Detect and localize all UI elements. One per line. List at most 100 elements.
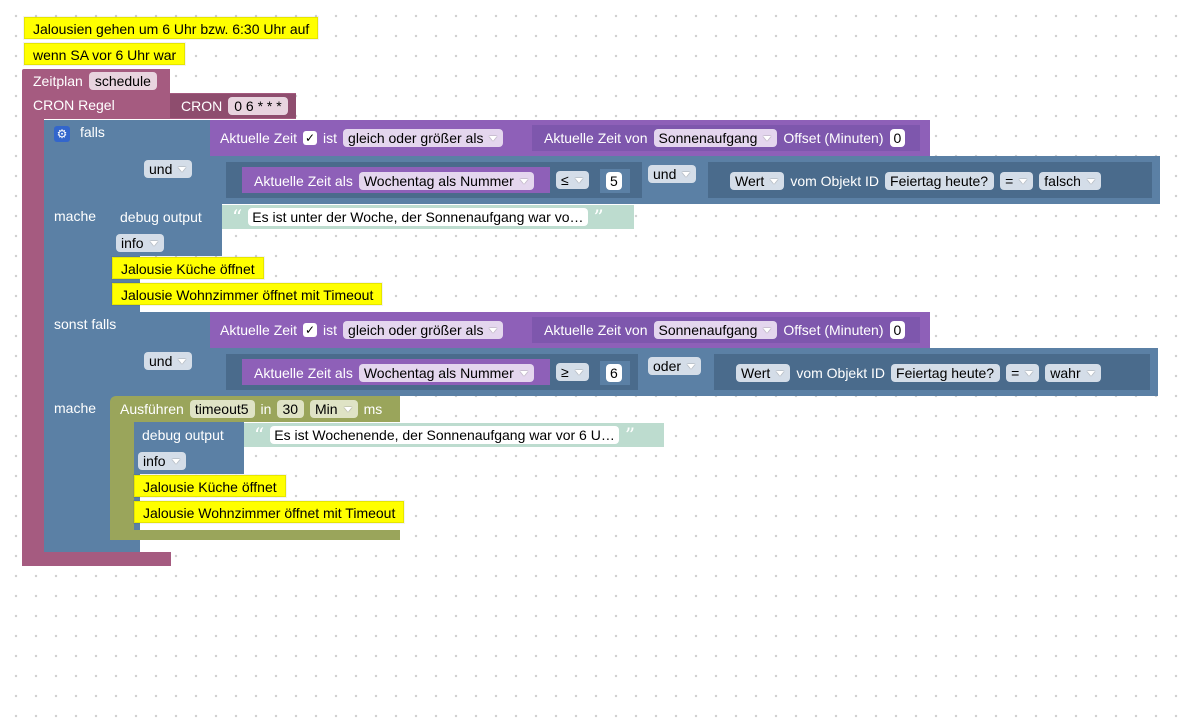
object-op-dropdown[interactable]: = (1006, 364, 1040, 382)
weekday-value-field[interactable]: 6 (606, 364, 622, 382)
schedule-name-field[interactable]: schedule (88, 72, 157, 90)
chevron-down-icon (687, 363, 696, 369)
comment-block[interactable]: Jalousie Wohnzimmer öffnet mit Timeout (112, 283, 383, 305)
elseif-mache-label: mache (54, 400, 97, 416)
chevron-down-icon (343, 406, 352, 412)
sun-label: Aktuelle Zeit von (544, 322, 648, 338)
compare-op-dropdown[interactable]: gleich oder größer als (343, 321, 504, 339)
chevron-down-icon (149, 240, 158, 246)
weekday-label: Aktuelle Zeit als (254, 365, 353, 381)
und-dropdown[interactable]: und (144, 351, 193, 371)
debug-level-dropdown[interactable]: info (116, 234, 164, 252)
chevron-down-icon (682, 171, 691, 177)
weekday-op-dropdown[interactable]: ≥ (556, 363, 589, 381)
wert-dropdown[interactable]: Wert (730, 172, 785, 190)
object-id-field[interactable]: Feiertag heute? (891, 364, 1001, 382)
gear-icon[interactable]: ⚙ (54, 126, 70, 142)
object-id-label: vom Objekt ID (796, 365, 886, 381)
if-und-row (44, 156, 222, 204)
cron-value-field[interactable]: 0 6 * * * (228, 97, 288, 115)
offset-field[interactable]: 0 (889, 321, 906, 339)
timeout-value-field[interactable]: 30 (277, 400, 305, 418)
compare-op-dropdown[interactable]: gleich oder größer als (343, 129, 504, 147)
checkbox[interactable]: ✓ (303, 323, 318, 337)
offset-field[interactable]: 0 (889, 129, 906, 147)
string-row: “ Es ist Wochenende, der Sonnenaufgang w… (254, 425, 635, 445)
chevron-down-icon (763, 135, 772, 141)
comment-block[interactable]: Jalousien gehen um 6 Uhr bzw. 6:30 Uhr a… (24, 17, 319, 39)
object-op-dropdown[interactable]: = (1000, 172, 1034, 190)
sun-time-row: Aktuelle Zeit von Sonnenaufgang Offset (… (544, 320, 906, 340)
chevron-down-icon (1086, 370, 1095, 376)
if-falls-row (44, 120, 210, 156)
schedule-bottom (22, 552, 171, 566)
time-compare-label: Aktuelle Zeit (220, 130, 298, 146)
wert-dropdown[interactable]: Wert (736, 364, 791, 382)
if-mache-label: mache (54, 208, 97, 224)
timeout-unit-dropdown[interactable]: Min (310, 400, 358, 418)
chevron-down-icon (519, 178, 528, 184)
cron-row: CRON 0 6 * * * (181, 96, 288, 116)
debug-level-dropdown[interactable]: info (138, 452, 186, 470)
comment-block[interactable]: Jalousie Wohnzimmer öffnet mit Timeout (134, 501, 405, 523)
timeout-row: Ausführen timeout5 in 30 Min ms (120, 399, 382, 419)
object-row: Wert vom Objekt ID Feiertag heute? = wah… (736, 363, 1101, 383)
if-falls-label: falls (80, 124, 105, 140)
chevron-down-icon (1086, 178, 1095, 184)
ist-label: ist (323, 322, 338, 338)
elseif-falls-row (44, 312, 210, 348)
sun-option-dropdown[interactable]: Sonnenaufgang (653, 129, 778, 147)
debug-label: debug output (142, 427, 224, 443)
weekday-row: Aktuelle Zeit als Wochentag als Nummer (254, 171, 534, 191)
cron-label: CRON (181, 98, 223, 114)
debug-text-field[interactable]: Es ist unter der Woche, der Sonnenaufgan… (248, 208, 588, 226)
sun-time-row: Aktuelle Zeit von Sonnenaufgang Offset (… (544, 128, 906, 148)
ist-label: ist (323, 130, 338, 146)
logic2-dropdown[interactable]: oder (648, 357, 702, 375)
comment-block[interactable]: Jalousie Küche öffnet (112, 257, 264, 279)
weekday-value-field[interactable]: 5 (606, 172, 622, 190)
schedule-header: Zeitplan schedule (33, 71, 157, 91)
ms-label: ms (363, 401, 383, 417)
elseif-falls-label: sonst falls (54, 316, 117, 332)
chevron-down-icon (489, 327, 498, 333)
boolean-dropdown[interactable]: wahr (1045, 364, 1101, 382)
in-label: in (260, 401, 272, 417)
chevron-down-icon (178, 166, 187, 172)
weekday-option-dropdown[interactable]: Wochentag als Nummer (358, 172, 534, 190)
comment-block[interactable]: Jalousie Küche öffnet (134, 475, 286, 497)
sun-label: Aktuelle Zeit von (544, 130, 648, 146)
chevron-down-icon (574, 369, 583, 375)
debug-label: debug output (120, 209, 202, 225)
object-id-label: vom Objekt ID (790, 173, 880, 189)
schedule-spine (22, 118, 44, 564)
chevron-down-icon (776, 370, 785, 376)
timeout-label: Ausführen (120, 401, 184, 417)
sun-option-dropdown[interactable]: Sonnenaufgang (653, 321, 778, 339)
boolean-dropdown[interactable]: falsch (1039, 172, 1101, 190)
quote-close-icon: ” (593, 205, 604, 229)
weekday-option-dropdown[interactable]: Wochentag als Nummer (358, 364, 534, 382)
timeout-bottom (110, 530, 400, 540)
chevron-down-icon (171, 458, 180, 464)
debug-text-field[interactable]: Es ist Wochenende, der Sonnenaufgang war… (270, 426, 619, 444)
time-compare-row: Aktuelle Zeit ✓ ist gleich oder größer a… (220, 128, 504, 148)
und-dropdown[interactable]: und (144, 159, 193, 179)
offset-label: Offset (Minuten) (783, 130, 884, 146)
timeout-spine (110, 420, 134, 540)
chevron-down-icon (519, 370, 528, 376)
quote-open-icon: “ (254, 423, 265, 447)
offset-label: Offset (Minuten) (783, 322, 884, 338)
timeout-name-field[interactable]: timeout5 (189, 400, 255, 418)
object-id-field[interactable]: Feiertag heute? (885, 172, 995, 190)
weekday-op-dropdown[interactable]: ≤ (556, 171, 589, 189)
logic2-dropdown[interactable]: und (648, 165, 697, 183)
chevron-down-icon (1025, 370, 1034, 376)
chevron-down-icon (763, 327, 772, 333)
time-compare-label: Aktuelle Zeit (220, 322, 298, 338)
checkbox[interactable]: ✓ (303, 131, 318, 145)
chevron-down-icon (489, 135, 498, 141)
weekday-label: Aktuelle Zeit als (254, 173, 353, 189)
comment-block[interactable]: wenn SA vor 6 Uhr war (24, 43, 186, 65)
if-gear[interactable]: ⚙ (54, 125, 70, 142)
